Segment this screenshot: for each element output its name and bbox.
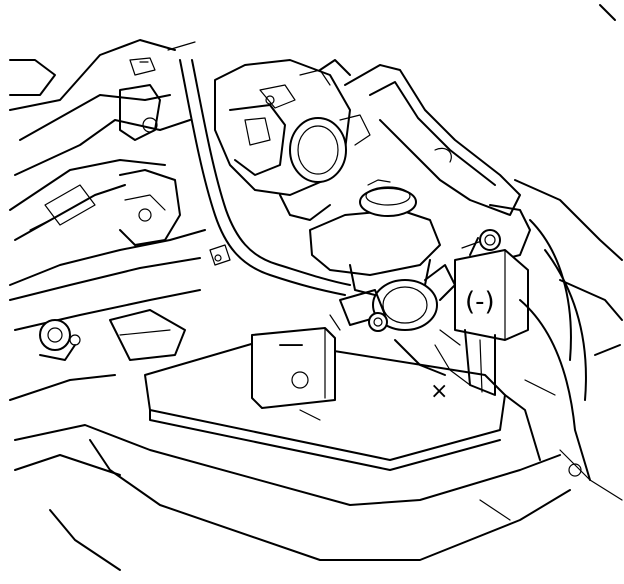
negative-terminal-tag: (-) [454, 229, 529, 396]
negative-cable [319, 59, 531, 261]
battery: — × [144, 327, 506, 471]
negative-terminal-label: (-) [465, 287, 495, 317]
battery-tray [9, 374, 571, 571]
battery-negative-mark: — [278, 329, 304, 359]
left-fitting [39, 309, 186, 361]
brake-reservoir [309, 179, 441, 301]
intake-manifold [9, 39, 206, 331]
battery-positive-mark: × [430, 379, 448, 404]
throttle-body [214, 59, 371, 221]
positive-cable-connector [339, 264, 456, 332]
misc-hardware [209, 244, 471, 386]
battery-cable [167, 41, 351, 296]
fender [514, 4, 623, 501]
